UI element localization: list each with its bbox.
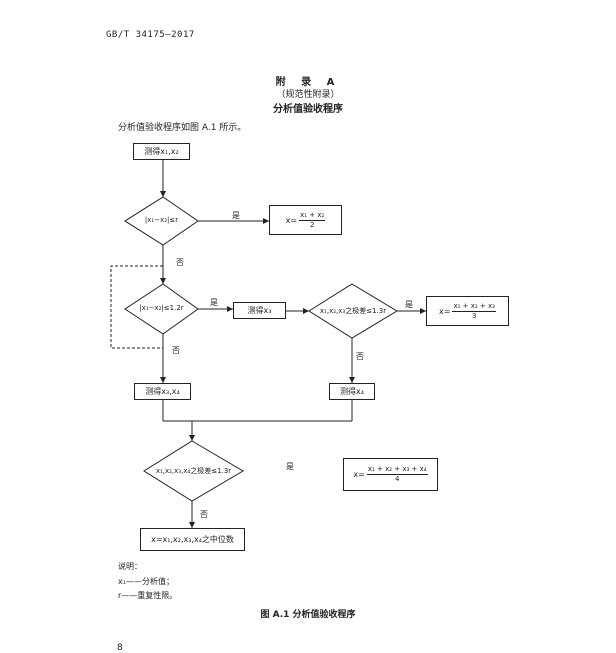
measure-x3x4-box: 测得x₃,x₄ (134, 383, 191, 400)
result-2-prefix: x= (439, 306, 451, 316)
notes-head: 说明： (118, 562, 142, 571)
condition-2-text: |x₁−x₂|≤1.2r (139, 304, 184, 312)
start-box: 测得x₁,x₂ (133, 143, 190, 160)
result-3-prefix: x= (353, 470, 365, 479)
result-box-3: x= x₁ + x₂ + x₃ + x₄ 4 (343, 458, 438, 491)
no-label-2: 否 (172, 346, 180, 355)
appendix-name: 分析值验收程序 (273, 104, 343, 115)
measure-x4-box: 测得x₄ (329, 383, 375, 400)
result-box-2: x= x₁ + x₂ + x₃ 3 (426, 296, 509, 326)
yes-label-2: 是 (210, 298, 218, 307)
result-2-numerator: x₁ + x₂ + x₃ (452, 301, 496, 312)
appendix-title: 附 录 A (275, 77, 341, 88)
result-1-prefix: x= (285, 215, 298, 225)
intro-text: 分析值验收程序如图 A.1 所示。 (118, 123, 247, 133)
condition-3-text: x₁,x₂,x₃之极差≤1.3r (319, 307, 387, 315)
median-box: x=x₁,x₂,x₃,x₄之中位数 (140, 528, 245, 551)
appendix-type: （规范性附录） (276, 90, 340, 100)
yes-label-1: 是 (232, 211, 240, 220)
no-label-1: 否 (176, 258, 184, 267)
no-label-3: 否 (356, 352, 364, 361)
standard-number: GB/T 34175—2017 (106, 30, 195, 40)
yes-label-3: 是 (405, 300, 413, 309)
notes-line-1: x₁——分析值； (118, 577, 174, 586)
no-label-4: 否 (200, 510, 208, 519)
condition-1-text: |x₁−x₂|≤r (144, 216, 179, 224)
result-3-numerator: x₁ + x₂ + x₃ + x₄ (366, 465, 428, 475)
page-number: 8 (117, 643, 123, 653)
notes-line-2: r——重复性限。 (118, 591, 178, 600)
result-1-denominator: 2 (309, 220, 315, 229)
result-2-denominator: 3 (471, 311, 477, 320)
yes-label-4: 是 (286, 462, 294, 471)
result-box-1: x= x₁ + x₂ 2 (269, 205, 342, 235)
measure-x3-box: 测得x₃ (233, 302, 286, 319)
condition-4-text: x₁,x₂,x₃,x₄之极差≤1.3r (155, 467, 232, 475)
result-1-numerator: x₁ + x₂ (299, 210, 326, 221)
figure-caption: 图 A.1 分析值验收程序 (260, 610, 356, 620)
result-3-denominator: 4 (394, 475, 400, 483)
